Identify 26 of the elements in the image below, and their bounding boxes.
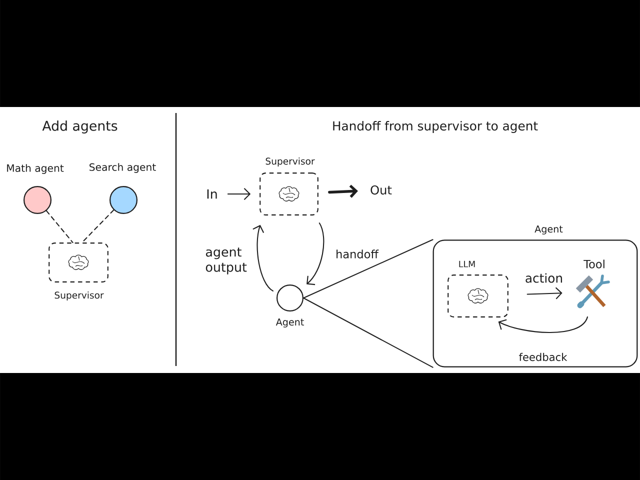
line <box>303 239 434 299</box>
node-label: Agent <box>276 318 304 328</box>
node-label: Supervisor <box>54 292 104 300</box>
node-label: Supervisor <box>266 158 315 166</box>
dashed-line <box>46 210 74 244</box>
flow-label: In <box>207 189 217 199</box>
node-label: LLM <box>459 260 475 268</box>
node-label: Tool <box>584 260 604 268</box>
arrow <box>498 316 588 334</box>
node-label: Math agent <box>7 164 64 174</box>
arrow <box>306 222 324 286</box>
section-title: Handoff from supervisor to agent <box>333 121 538 133</box>
arrow <box>252 224 274 292</box>
edge-label: handoff <box>334 248 380 260</box>
section-title: Add agents <box>42 120 118 134</box>
edge-label: action <box>524 272 564 284</box>
node-label: Agent <box>534 226 563 234</box>
node-label: Search agent <box>90 163 156 173</box>
edge-label: agent output <box>204 246 250 276</box>
arrow <box>526 287 562 300</box>
arrow <box>328 184 358 198</box>
arrow <box>227 188 251 200</box>
flow-label: Out <box>370 185 392 195</box>
edge-label: feedback <box>517 352 569 362</box>
line <box>303 297 434 368</box>
dashed-line <box>82 210 114 244</box>
